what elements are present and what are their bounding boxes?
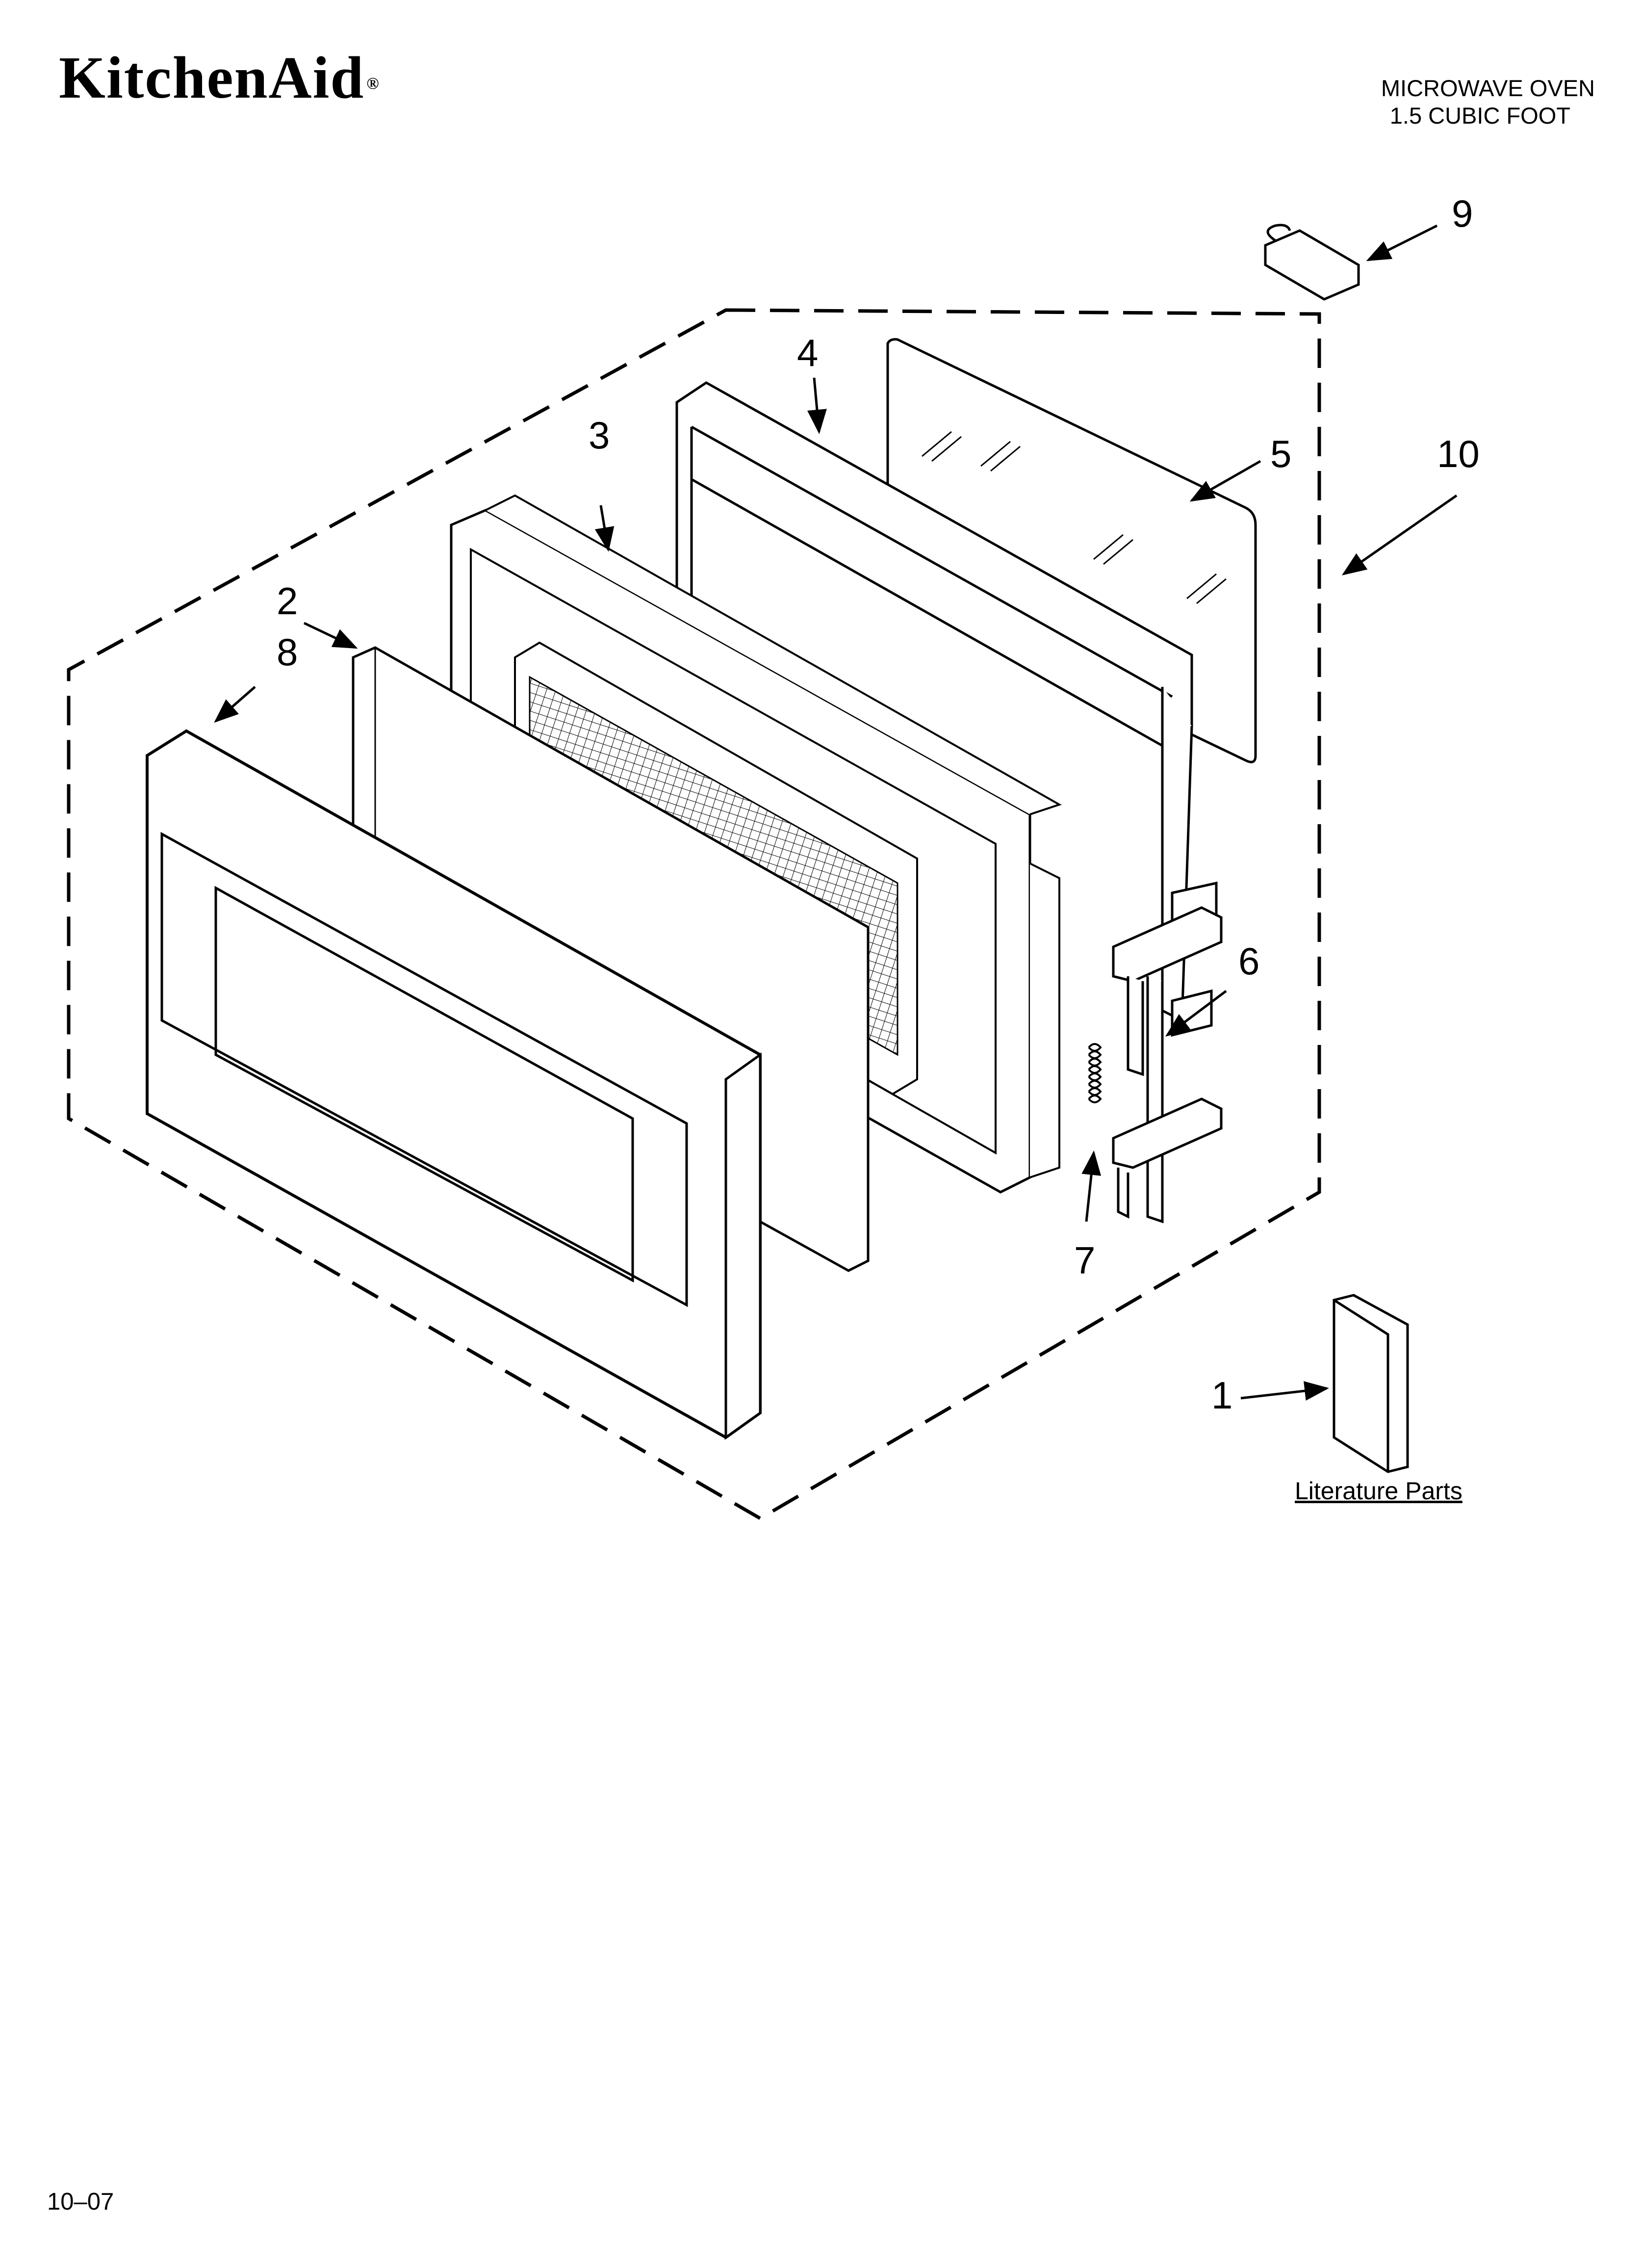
assembly-boundary-dashed xyxy=(67,308,1321,1521)
callout-1: 1 xyxy=(1211,1374,1233,1417)
callout-9: 9 xyxy=(1452,192,1473,235)
leader-arrows xyxy=(214,224,1458,1401)
callout-5: 5 xyxy=(1270,432,1292,475)
leader-3 xyxy=(594,505,615,552)
leader-6 xyxy=(1165,990,1227,1037)
literature-parts-label: Literature Parts xyxy=(1295,1477,1462,1505)
callout-8: 8 xyxy=(277,630,298,674)
callout-6: 6 xyxy=(1238,939,1260,983)
model-description: MICROWAVE OVEN 1.5 CUBIC FOOT xyxy=(1154,75,1595,130)
literature-booklet-part-1 xyxy=(1333,1294,1409,1473)
leader-1 xyxy=(1240,1381,1329,1401)
hinge-clip-part-9 xyxy=(1264,224,1360,301)
callout-2: 2 xyxy=(277,579,298,623)
door-latch-part-6 xyxy=(1112,906,1223,1224)
leader-4 xyxy=(807,377,827,434)
kitchenaid-logo: KitchenAid® xyxy=(59,48,380,108)
leader-2 xyxy=(303,622,358,649)
callout-7: 7 xyxy=(1074,1239,1096,1282)
model-line-2: 1.5 CUBIC FOOT xyxy=(1389,103,1570,129)
model-line-1: MICROWAVE OVEN xyxy=(1381,75,1595,101)
leader-10 xyxy=(1341,494,1458,575)
revision-date: 10–07 xyxy=(47,2189,114,2215)
leader-9 xyxy=(1366,224,1438,261)
leader-8 xyxy=(214,686,256,723)
leader-5 xyxy=(1189,460,1261,502)
callout-3: 3 xyxy=(589,414,610,457)
registered-mark: ® xyxy=(366,75,380,93)
door-front-part-8 xyxy=(146,729,762,1440)
callout-4: 4 xyxy=(797,331,819,374)
leader-7 xyxy=(1081,1150,1102,1222)
latch-spring-part-7 xyxy=(1088,1043,1102,1103)
callout-10: 10 xyxy=(1437,432,1480,475)
brand-name: KitchenAid xyxy=(59,45,365,111)
